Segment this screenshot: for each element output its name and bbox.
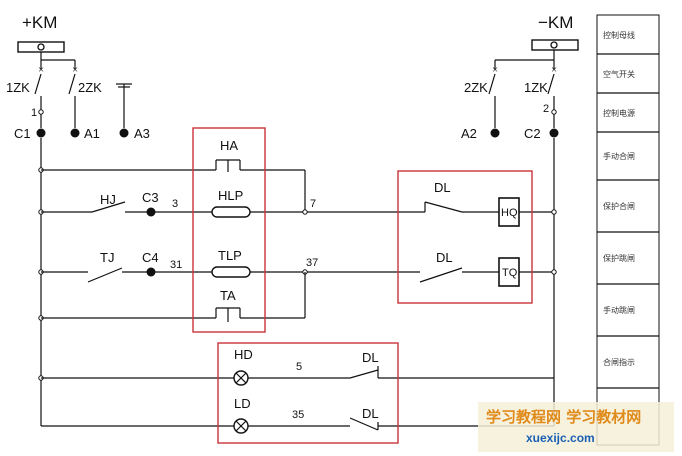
dl-trip-aux-contact xyxy=(419,267,463,283)
legend-table: 控制母线 空气开关 控制电源 手动合闸 保护合闸 保护跳闸 手动跳闸 合闸指示 xyxy=(596,14,660,446)
breaker-1zk-left-label: 1ZK xyxy=(6,80,30,95)
breaker-2zk-right-blade xyxy=(488,73,496,95)
node-1-dot xyxy=(38,109,44,115)
node-2-dot xyxy=(551,109,557,115)
negative-bus-terminal xyxy=(550,41,558,49)
svg-text:×: × xyxy=(492,64,498,76)
terminal-a3-label: A3 xyxy=(134,126,150,141)
ta-label: TA xyxy=(220,288,236,303)
wire-37-label: 37 xyxy=(306,257,318,269)
hj-label: HJ xyxy=(100,192,116,207)
dl-hd-label: DL xyxy=(362,350,379,365)
dl-trip-aux-label: DL xyxy=(436,250,453,265)
hd-label: HD xyxy=(234,347,253,362)
legend-item: 控制母线 xyxy=(603,30,635,40)
ha-label: HA xyxy=(220,138,238,153)
terminal-c2-label: C2 xyxy=(524,126,541,141)
dl-ld-label: DL xyxy=(362,406,379,421)
node-1-label: 1 xyxy=(31,107,37,119)
tlp-label: TLP xyxy=(218,248,242,263)
terminal-a1-label: A1 xyxy=(84,126,100,141)
watermark-title: 学习教程网 学习教材网 xyxy=(486,408,641,426)
terminal-a1 xyxy=(70,128,80,138)
watermark-url: xuexijc.com xyxy=(526,431,595,445)
node-7-dot xyxy=(302,209,308,215)
breaker-1zk-right-blade xyxy=(547,73,555,95)
legend-item: 合闸指示 xyxy=(603,357,635,367)
svg-text:×: × xyxy=(551,64,557,76)
node-2-label: 2 xyxy=(543,103,549,115)
terminal-c4 xyxy=(146,267,156,277)
wire-31-label: 31 xyxy=(170,259,182,271)
breaker-coil-highlight-box xyxy=(397,170,533,304)
terminal-c3-label: C3 xyxy=(142,190,159,205)
svg-text:×: × xyxy=(38,64,44,76)
terminal-c1 xyxy=(36,128,46,138)
terminal-c2 xyxy=(549,128,559,138)
dl-close-aux-label: DL xyxy=(434,180,451,195)
legend-item: 手动跳闸 xyxy=(603,305,635,315)
legend-item: 保护跳闸 xyxy=(603,253,635,263)
hlp-link xyxy=(211,206,251,218)
dl-hd-contact xyxy=(349,369,379,379)
terminal-c1-label: C1 xyxy=(14,126,31,141)
dl-close-aux-contact xyxy=(424,201,463,213)
legend-item: 手动合闸 xyxy=(603,151,635,161)
wire-5-label: 5 xyxy=(296,361,302,373)
watermark-backdrop xyxy=(478,402,674,452)
breaker-1zk-left-blade xyxy=(34,73,42,95)
tq-label: TQ xyxy=(502,267,518,279)
breaker-1zk-right-label: 1ZK xyxy=(524,80,548,95)
positive-bus-terminal xyxy=(37,43,45,51)
indicator-highlight-box xyxy=(217,342,399,444)
tj-label: TJ xyxy=(100,250,114,265)
tlp-link xyxy=(211,266,251,278)
negative-bus-label: −KM xyxy=(538,13,573,32)
wire-3-label: 3 xyxy=(172,198,178,210)
terminal-a2 xyxy=(490,128,500,138)
wire-7-label: 7 xyxy=(310,198,316,210)
legend-item: 空气开关 xyxy=(603,69,635,79)
pushbutton-link-highlight-box xyxy=(192,127,266,333)
wire-35-label: 35 xyxy=(292,409,304,421)
hj-contact xyxy=(91,201,126,213)
terminal-a3 xyxy=(119,128,129,138)
ld-label: LD xyxy=(234,396,251,411)
legend-item: 控制电源 xyxy=(603,108,635,118)
terminal-c4-label: C4 xyxy=(142,250,159,265)
terminal-a2-label: A2 xyxy=(461,126,477,141)
tj-contact xyxy=(87,267,123,283)
positive-bus-label: +KM xyxy=(22,13,57,32)
hq-label: HQ xyxy=(501,207,518,219)
terminal-c3 xyxy=(146,207,156,217)
dl-ld-contact xyxy=(349,417,379,431)
hlp-label: HLP xyxy=(218,188,243,203)
breaker-2zk-left-label: 2ZK xyxy=(78,80,102,95)
breaker-2zk-right-label: 2ZK xyxy=(464,80,488,95)
breaker-2zk-left-blade xyxy=(68,73,76,95)
legend-item: 保护合闸 xyxy=(603,201,635,211)
svg-text:×: × xyxy=(72,64,78,76)
